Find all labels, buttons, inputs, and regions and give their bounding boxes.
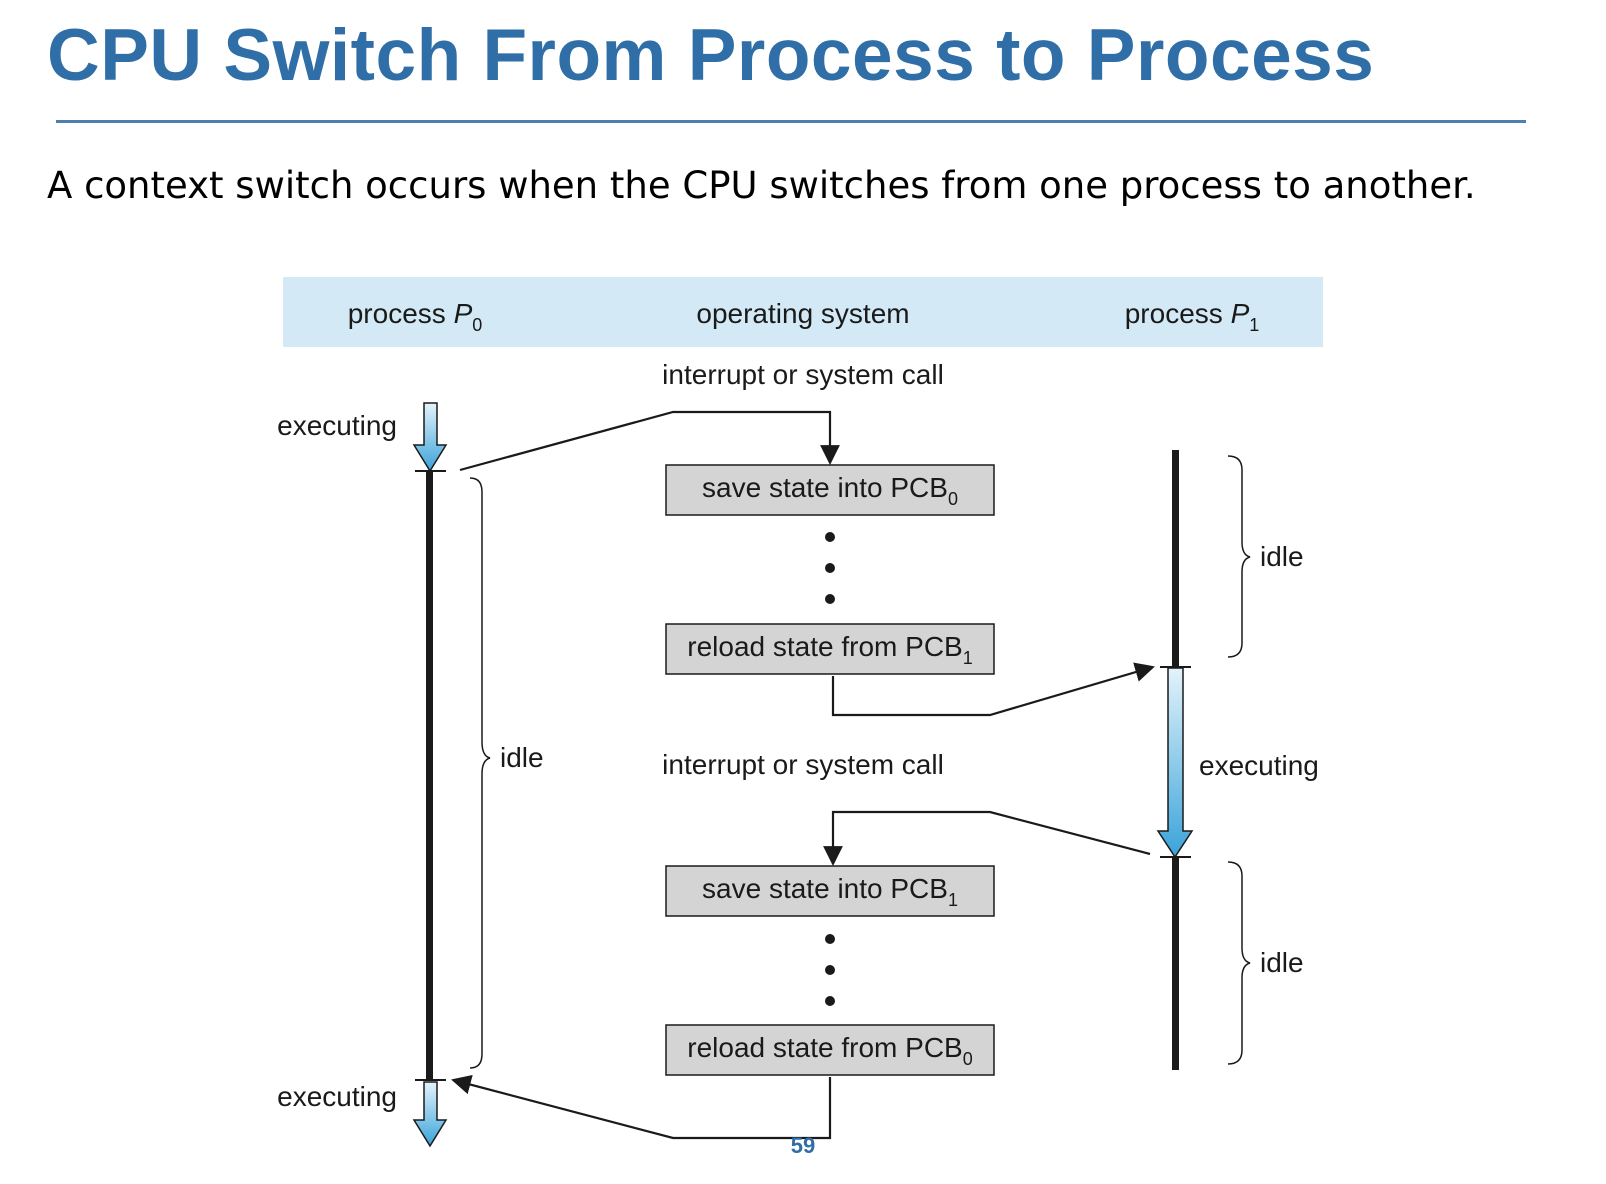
p0-idle-brace: [469, 477, 491, 1069]
header-process-p0: process P0: [348, 298, 483, 335]
ellipsis-dots-1: [825, 532, 835, 604]
svg-text:save state into PCB0: save state into PCB0: [702, 472, 958, 509]
p0-executing-label-bottom: executing: [277, 1081, 397, 1112]
title-divider: [56, 120, 1526, 123]
header-process-p1: process P1: [1125, 298, 1260, 335]
p0-executing-arrow-bottom: [412, 1081, 448, 1148]
arrow-p0-to-save-pcb0: [459, 410, 840, 472]
p1-idle-label-bottom: idle: [1260, 947, 1304, 978]
p0-executing-arrow-top: [412, 402, 448, 473]
svg-text:reload state from PCB0: reload state from PCB0: [687, 1032, 972, 1069]
slide-title: CPU Switch From Process to Process: [47, 15, 1375, 96]
arrow-reload-pcb1-to-p1: [831, 662, 1155, 717]
os-state-box-4: reload state from PCB0: [665, 1024, 995, 1076]
page-number: 59: [790, 1133, 816, 1158]
p0-idle-bar: [426, 471, 433, 1080]
ellipsis-dots-2: [825, 934, 835, 1006]
os-state-box-2: reload state from PCB1: [665, 623, 995, 675]
os-state-box-1: save state into PCB0: [665, 464, 995, 516]
interrupt-label-2: interrupt or system call: [662, 749, 944, 780]
p1-idle-label-top: idle: [1260, 541, 1304, 572]
arrow-p1-to-save-pcb1: [823, 810, 1151, 866]
p1-idle-bar-top: [1172, 450, 1179, 667]
slide-subtitle: A context switch occurs when the CPU swi…: [47, 164, 1476, 207]
arrow-reload-pcb0-to-p0: [451, 1074, 832, 1140]
p1-idle-brace-top: [1227, 455, 1251, 658]
p1-idle-brace-bottom: [1227, 861, 1251, 1065]
svg-text:reload state from PCB1: reload state from PCB1: [687, 631, 972, 668]
svg-text:save state into PCB1: save state into PCB1: [702, 873, 958, 910]
p0-idle-label: idle: [500, 742, 544, 773]
p1-idle-bar-bottom: [1172, 858, 1179, 1070]
os-state-box-3: save state into PCB1: [665, 865, 995, 917]
interrupt-label-1: interrupt or system call: [662, 359, 944, 390]
p1-executing-arrow: [1156, 667, 1194, 859]
p1-executing-label: executing: [1199, 750, 1319, 781]
header-operating-system: operating system: [696, 298, 909, 329]
header-band: [283, 277, 1323, 347]
p0-executing-label-top: executing: [277, 410, 397, 441]
